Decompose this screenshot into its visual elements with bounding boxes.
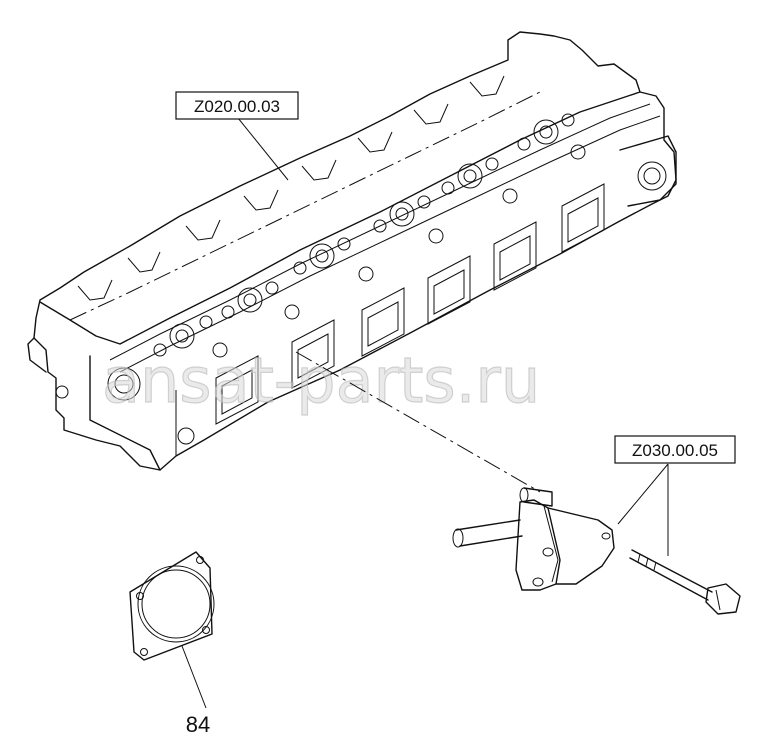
assembly-centerline (295, 351, 541, 493)
gasket-drawing (129, 551, 215, 661)
leader-line-gasket (181, 645, 207, 709)
callout-cylinder-head[interactable]: Z020.00.03 (175, 91, 299, 120)
callout-bracket[interactable]: Z030.00.05 (614, 435, 736, 464)
gasket-part-number[interactable]: 84 (186, 712, 210, 737)
deck-holes (153, 113, 586, 358)
bracket-assembly-drawing (452, 487, 741, 615)
callout-bracket-label: Z030.00.05 (632, 441, 718, 460)
leader-line-cylinder-head (237, 117, 289, 181)
callout-cylinder-head-label: Z020.00.03 (194, 97, 280, 116)
watermark-text: ansat-parts.ru (102, 344, 540, 417)
leader-line-bracket-a (617, 463, 669, 525)
cylinder-head-drawing (27, 31, 677, 471)
